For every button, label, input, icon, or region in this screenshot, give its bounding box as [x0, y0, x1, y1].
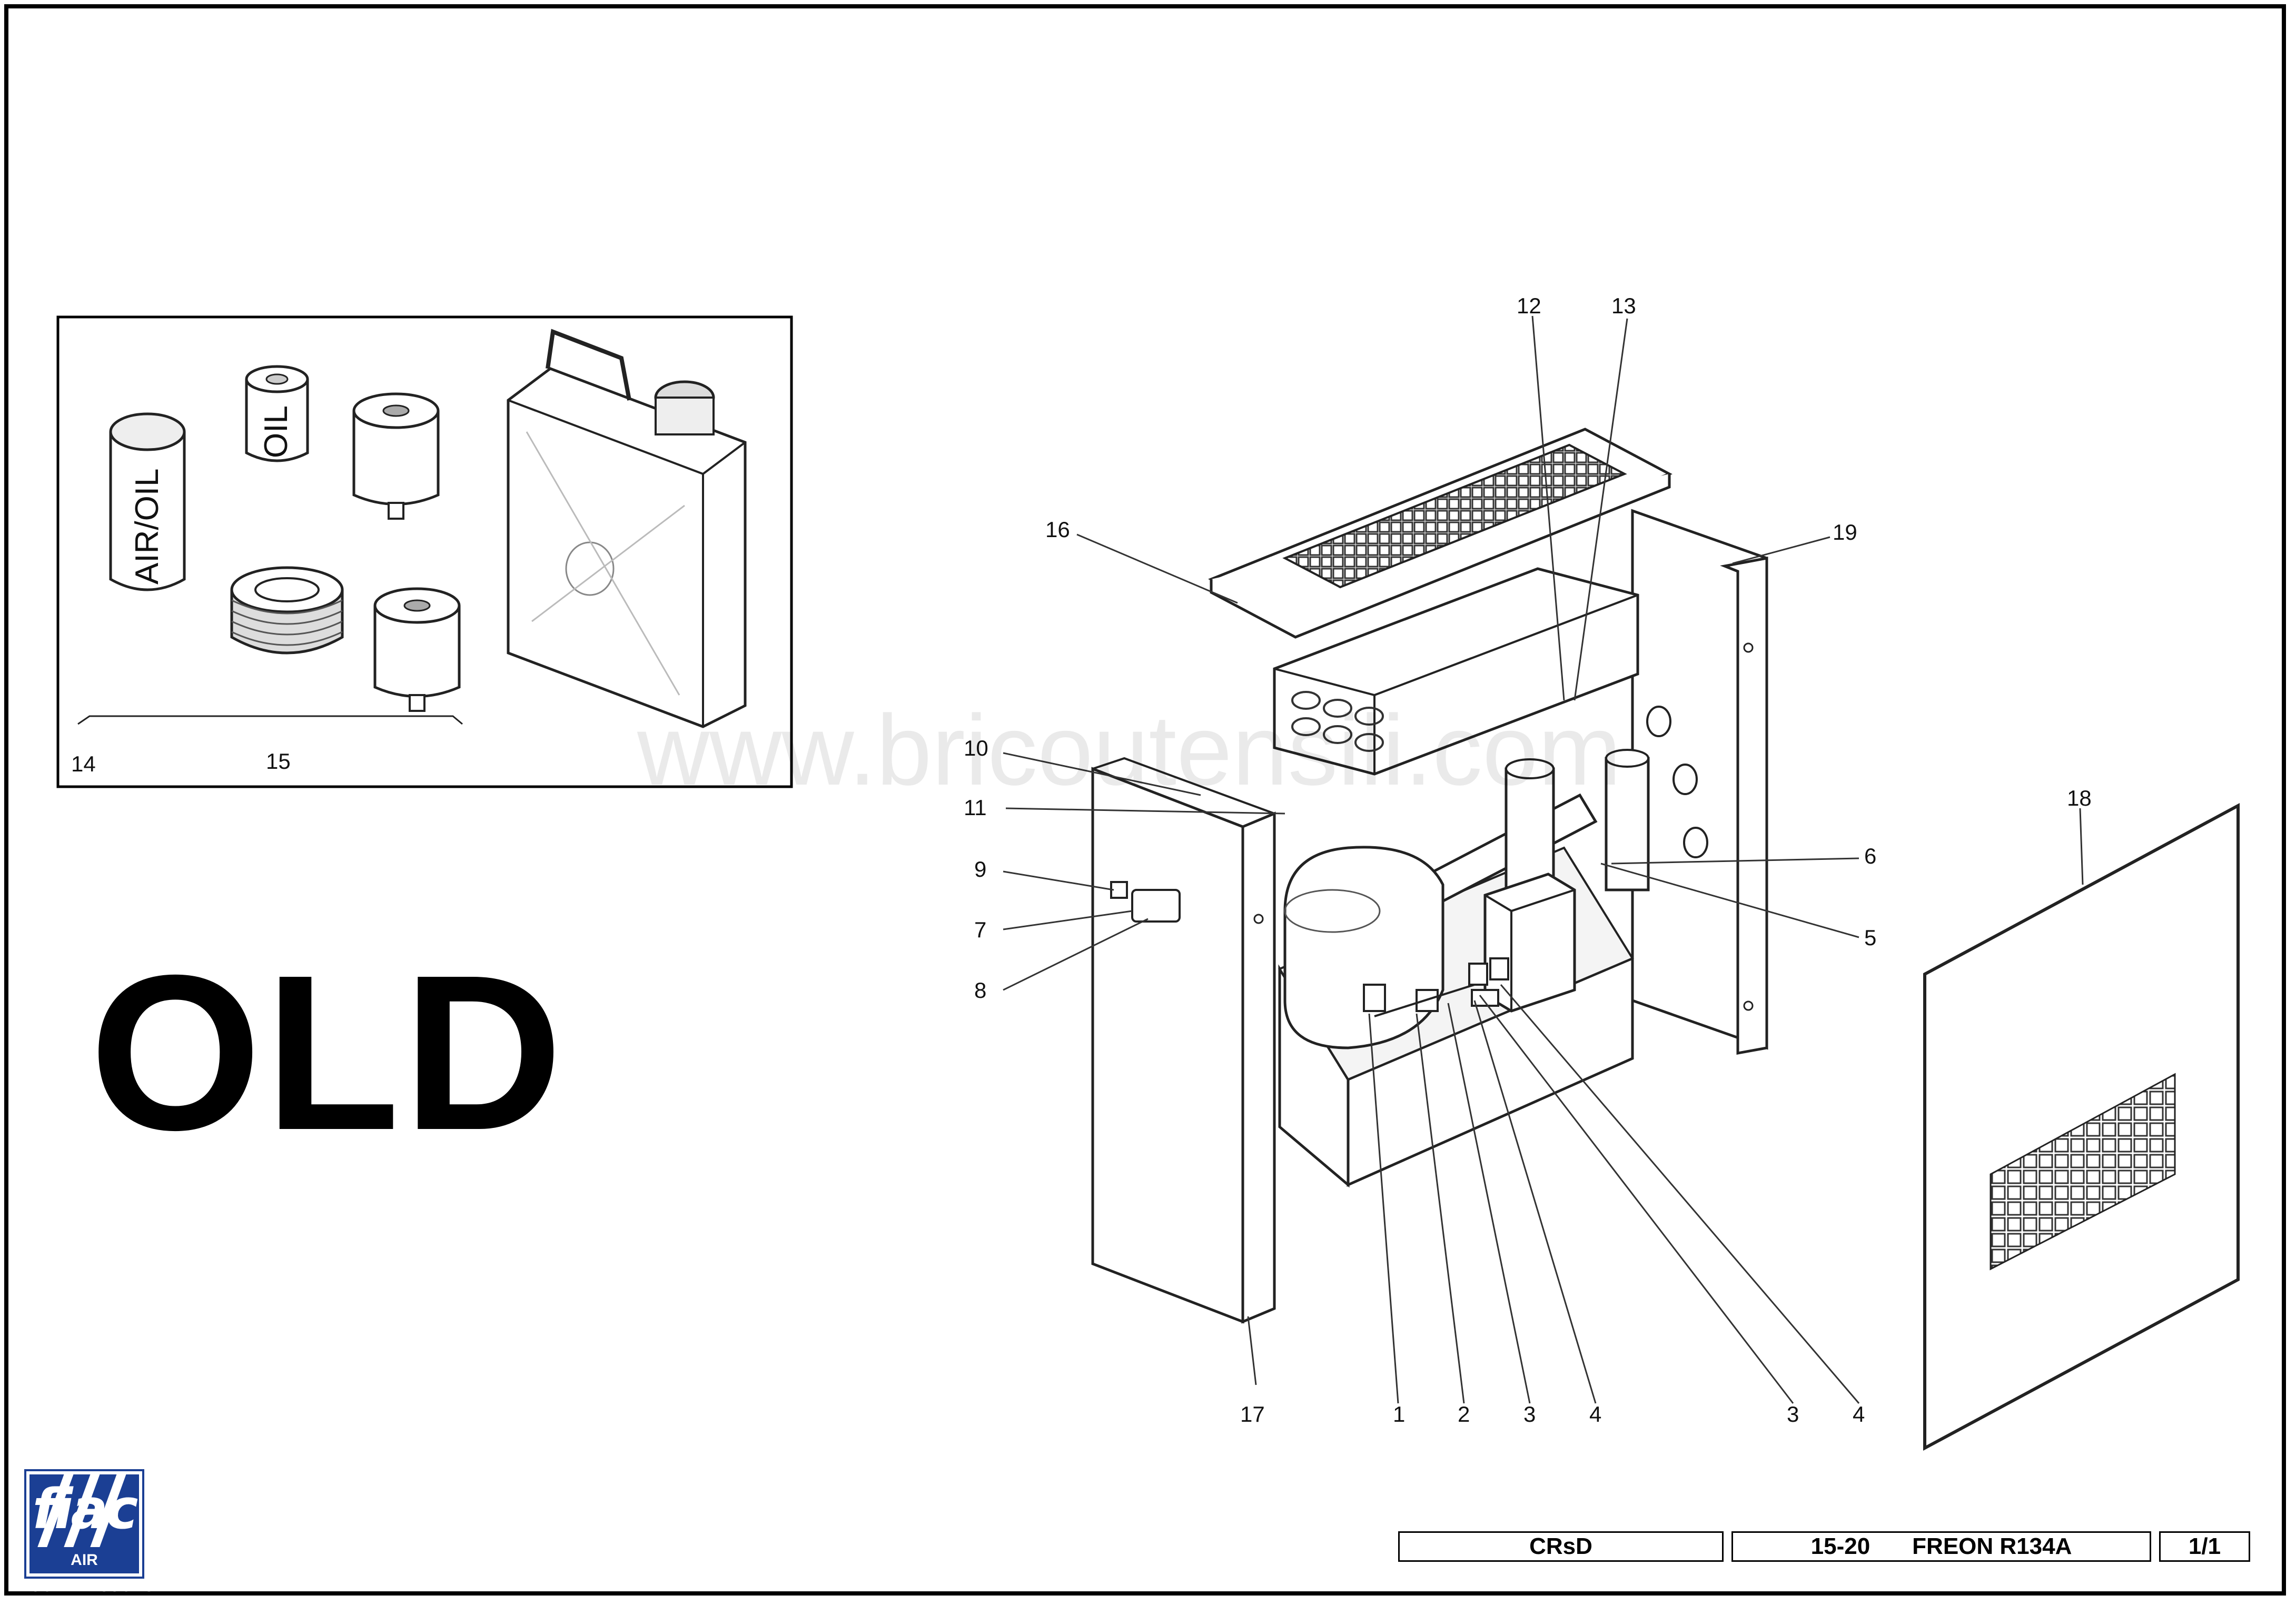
air-oil-label: AIR/OIL	[129, 468, 165, 584]
logo-brand: fiac	[32, 1477, 138, 1541]
callout-19: 19	[1833, 520, 1857, 544]
oil-filter-illustration: OIL	[245, 365, 309, 462]
compressor	[1283, 846, 1444, 1049]
callout-11: 11	[964, 795, 987, 820]
callout-5: 5	[1864, 925, 1876, 950]
oil-jerrycan-illustration	[507, 329, 747, 728]
callout-18: 18	[2067, 786, 2092, 810]
filter-cartridge-top-illustration	[352, 392, 440, 520]
callout-10: 10	[964, 736, 988, 760]
callout-3: 3	[1523, 1402, 1536, 1426]
fiac-logo: fiac AIR COMPRESSORS	[24, 1469, 154, 1595]
callout-3b: 3	[1787, 1402, 1799, 1426]
left-side-panel	[1091, 757, 1276, 1324]
title-model: CRsD	[1529, 1533, 1592, 1559]
callout-numbers: 12 13 16 19 10 11 9 7 8 6 5 18 17 1 2 3 …	[964, 293, 2092, 1426]
callout-8: 8	[974, 978, 986, 1003]
callout-1: 1	[1393, 1402, 1405, 1426]
title-sheet: 1/1	[2188, 1533, 2221, 1559]
callout-16: 16	[1045, 517, 1070, 542]
callout-4b: 4	[1853, 1402, 1865, 1426]
title-description-box: 15-20 FREON R134A	[1731, 1531, 2151, 1562]
callout-4: 4	[1589, 1402, 1601, 1426]
title-size: 15-20	[1810, 1533, 1871, 1559]
dryer-assembly: 12 13 16 19 10 11 9 7 8 6 5 18 17 1 2 3 …	[964, 293, 2240, 1451]
front-panel	[1923, 802, 2240, 1451]
callout-17: 17	[1240, 1402, 1265, 1426]
valves	[1363, 957, 1509, 1017]
callout-9: 9	[974, 857, 986, 881]
air-oil-separator-illustration: AIR/OIL	[109, 412, 186, 591]
drawing-frame	[4, 4, 2286, 1596]
control-display	[1131, 889, 1181, 923]
kit-bracket	[77, 715, 463, 725]
logo-emblem: fiac	[29, 1474, 139, 1548]
title-sheet-box: 1/1	[2159, 1531, 2250, 1562]
callout-13: 13	[1611, 293, 1636, 318]
title-refrigerant: FREON R134A	[1912, 1533, 2072, 1559]
leader-lines	[1003, 315, 2084, 1404]
filter-cartridge-bottom-illustration	[373, 587, 461, 712]
right-side-panel	[1631, 509, 1768, 1055]
logo-subtitle: AIR COMPRESSORS	[29, 1547, 154, 1595]
callout-7: 7	[974, 917, 986, 942]
old-stamp: OLD	[90, 929, 566, 1176]
oil-label: OIL	[258, 405, 294, 458]
callout-2: 2	[1458, 1402, 1470, 1426]
callout-15: 15	[266, 749, 291, 774]
heat-exchanger	[1273, 567, 1639, 776]
callout-14: 14	[71, 751, 96, 776]
callout-6: 6	[1864, 844, 1876, 868]
air-filter-illustration	[230, 566, 344, 655]
title-model-box: CRsD	[1398, 1531, 1724, 1562]
watermark: www.bricoutensili.com	[637, 695, 1621, 806]
top-cover	[1208, 428, 1672, 639]
callout-12: 12	[1517, 293, 1541, 318]
spare-parts-kit-inset: AIR/OIL OIL	[56, 315, 793, 788]
